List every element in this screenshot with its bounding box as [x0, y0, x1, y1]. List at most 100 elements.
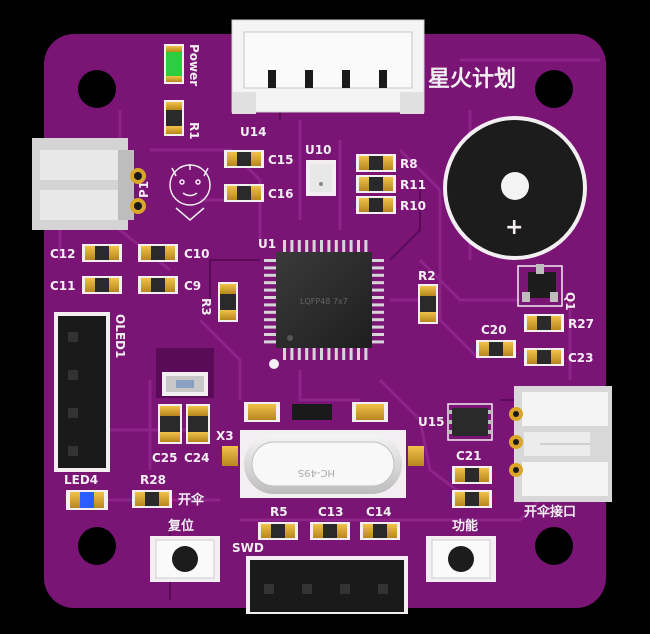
sensor-u10	[306, 160, 336, 196]
mcu-pin	[349, 240, 353, 252]
power-led	[164, 44, 184, 84]
mcu-pin	[357, 240, 360, 252]
label-c16: C16	[268, 187, 294, 201]
mcu-pin	[372, 281, 384, 285]
capacitor-c25	[158, 404, 182, 444]
mounting-hole-top-right	[535, 70, 573, 108]
crystal-x1	[156, 348, 214, 398]
label-c10: C10	[184, 247, 210, 261]
chip-marking: LQFP48 7x7	[300, 297, 348, 306]
label-c25: C25	[152, 451, 178, 465]
capacitor-c11	[82, 276, 122, 294]
mcu-pin	[264, 310, 276, 314]
label-r11: R11	[400, 178, 426, 192]
capacitor-c24	[186, 404, 210, 444]
mcu-pin	[372, 325, 384, 329]
mcu-pin	[264, 259, 276, 262]
mcu-pin	[342, 348, 346, 360]
pin1-marker	[287, 335, 293, 341]
transistor-q1	[517, 264, 563, 307]
label-c14: C14	[366, 505, 392, 519]
mcu-pin	[305, 348, 309, 360]
label-r27: R27	[568, 317, 594, 331]
led4	[66, 490, 108, 510]
label-function: 功能	[452, 518, 478, 534]
header-swd[interactable]	[246, 556, 408, 614]
resistor-r27	[524, 314, 564, 332]
label-u1: U1	[258, 237, 276, 251]
mcu-pin	[264, 288, 276, 292]
mcu-pin	[312, 348, 316, 360]
label-r5: R5	[270, 505, 288, 519]
mcu-pin	[372, 296, 384, 299]
label-oled1: OLED1	[113, 314, 127, 358]
mcu-pin	[334, 348, 338, 360]
label-r10: R10	[400, 199, 426, 213]
label-u10: U10	[305, 143, 331, 157]
crystal-marking: HC-49S	[298, 467, 335, 478]
mcu-pin	[290, 348, 294, 360]
capacitor-c13	[310, 522, 350, 540]
resistor-r11	[356, 175, 396, 193]
mcu-pin	[327, 240, 331, 252]
mcu-pin	[264, 333, 276, 336]
mcu-pin	[372, 340, 384, 344]
label-umbrella-open: 开伞	[178, 492, 205, 508]
label-led4: LED4	[64, 473, 98, 487]
mcu-pin	[264, 340, 276, 344]
label-c13: C13	[318, 505, 344, 519]
mcu-pin	[297, 348, 301, 360]
capacitor-c14	[360, 522, 400, 540]
header-oled1[interactable]	[54, 312, 110, 472]
crystal-x3: HC-49S	[222, 402, 424, 498]
resistor-r10	[356, 196, 396, 214]
label-c15: C15	[268, 153, 294, 167]
mcu-pin	[372, 310, 384, 314]
label-u15: U15	[418, 415, 444, 429]
mcu-pin	[283, 240, 286, 252]
mounting-hole-bottom-left	[78, 527, 116, 565]
label-swd: SWD	[232, 541, 264, 555]
buzzer: +	[443, 116, 587, 260]
label-r1: R1	[187, 122, 201, 140]
connector-p1[interactable]	[32, 138, 146, 230]
label-r8: R8	[400, 157, 418, 171]
mcu-pin	[283, 348, 286, 360]
mcu-pin	[334, 240, 338, 252]
resistor-r1	[164, 100, 184, 136]
function-button[interactable]	[426, 536, 496, 582]
plus-icon: +	[505, 215, 523, 240]
mcu-pin	[372, 288, 384, 292]
mcu-pin	[264, 266, 276, 270]
mcu-pin	[364, 240, 368, 252]
mcu-pin	[264, 273, 276, 277]
mcu-pin	[349, 348, 353, 360]
mcu-pin	[320, 348, 323, 360]
label-c23: C23	[568, 351, 594, 365]
reset-button[interactable]	[150, 536, 220, 582]
capacitor-c23	[524, 348, 564, 366]
capacitor-c9	[138, 276, 178, 294]
label-c12: C12	[50, 247, 76, 261]
label-r2: R2	[418, 269, 436, 283]
mcu-u1	[264, 240, 384, 360]
connector-u14[interactable]	[231, 19, 425, 114]
mcu-pin	[290, 240, 294, 252]
resistor-r8	[356, 154, 396, 172]
mcu-pin	[264, 325, 276, 329]
mcu-pin	[372, 303, 384, 307]
capacitor-c10	[138, 244, 178, 262]
connector-umbrella-port[interactable]	[509, 386, 612, 502]
label-umbrella-port: 开伞接口	[524, 504, 576, 520]
label-r3: R3	[199, 298, 213, 316]
capacitor-c21	[452, 466, 492, 508]
label-p1: P1	[137, 181, 151, 198]
mcu-pin	[357, 348, 360, 360]
label-c11: C11	[50, 279, 76, 293]
mcu-pin	[372, 333, 384, 336]
mcu-pin	[264, 281, 276, 285]
label-u14: U14	[240, 125, 266, 139]
mcu-pin	[312, 240, 316, 252]
mcu-pin	[297, 240, 301, 252]
